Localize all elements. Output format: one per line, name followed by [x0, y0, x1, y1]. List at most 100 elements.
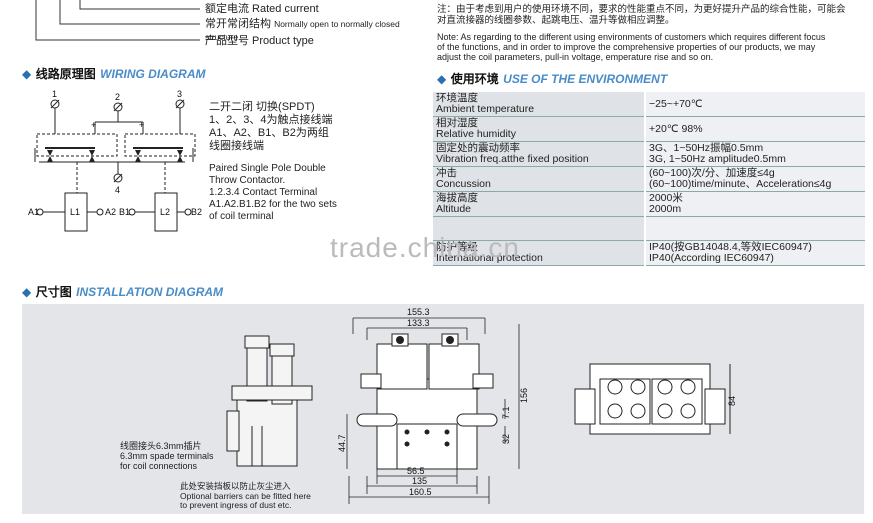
wiring-desc-en-3: 1.2.3.4 Contact Terminal	[209, 187, 318, 198]
diamond-icon: ◆	[437, 72, 447, 86]
plus-1-label: +	[91, 120, 96, 130]
terminal-2-label: 2	[115, 92, 120, 102]
wiring-desc-cn-3: A1、A2、B1、B2为两组	[209, 127, 329, 139]
row-value: (60~100)次/分、加速度≤4g	[649, 167, 775, 179]
coil-note-en-1: 6.3mm spade terminals	[120, 451, 214, 461]
dim-84: 84	[727, 396, 737, 406]
environment-header: ◆ 使用环境 USE OF THE ENVIRONMENT	[437, 70, 667, 88]
dim-32: 32	[501, 434, 511, 444]
note-cn-1: 注：由于考虑到用户的使用环境不同，要求的性能重点不同，为更好提升产品的综合性能，…	[437, 4, 846, 15]
row-value: 2000米	[649, 192, 683, 204]
terminal-4-label: 4	[115, 185, 120, 195]
terminal-3-label: 3	[177, 89, 182, 99]
a1-label: A1	[28, 207, 39, 217]
wiring-desc-cn-4: 线圈接线端	[209, 140, 264, 152]
barrier-note-en-2: to prevent ingress of dust etc.	[180, 500, 292, 510]
wiring-desc-cn-2: 1、2、3、4为触点接线端	[209, 114, 333, 126]
plus-2-label: +	[139, 120, 144, 130]
structure-cn: 常开常闭结构	[205, 18, 271, 30]
row-key-en: Relative humidity	[436, 128, 516, 140]
diamond-icon: ◆	[22, 67, 32, 81]
diamond-icon: ◆	[22, 285, 32, 299]
row-value: IP40(按GB14048.4,等效IEC60947)	[649, 241, 812, 253]
row-key-en: Vibration freq.atthe fixed position	[436, 153, 589, 165]
front-view-drawing: 155.3 133.3 56.5 135 160.5 156 7.1 32 44…	[337, 307, 529, 504]
environment-title-cn: 使用环境	[450, 72, 499, 86]
row-value: −25~+70℃	[649, 97, 703, 110]
row-key-cn: 冲击	[436, 167, 457, 179]
row-value: +20℃ 98%	[649, 122, 703, 135]
barrier-note-en-1: Optional barriers can be fitted here	[180, 490, 311, 501]
wiring-desc: 二开二闭 切换(SPDT) 1、2、3、4为触点接线端 A1、A2、B1、B2为…	[209, 101, 337, 223]
row-value-2: 3G, 1~50Hz amplitude0.5mm	[649, 153, 786, 165]
watermark: trade.china.cn	[330, 232, 520, 263]
row-value-2: 2000m	[649, 203, 682, 215]
row-value-2: IP40(According IEC60947)	[649, 252, 774, 264]
structure-en: Normally open to normally closed structu…	[205, 19, 400, 42]
dim-156: 156	[519, 388, 529, 403]
b2-label: B2	[191, 207, 202, 217]
dim-135: 135	[412, 476, 427, 486]
note-en-1: Note: As regarding to the different usin…	[437, 32, 826, 42]
product-type-label: 产品型号 Product type	[205, 35, 314, 47]
side-view-drawing	[226, 335, 313, 467]
row-key-en: Concussion	[436, 178, 491, 190]
coil-note-en-2: for coil connections	[120, 461, 198, 471]
coil-note: 线圈接头6.3mm插片 6.3mm spade terminals for co…	[120, 441, 214, 471]
structure-label: 常开常闭结构 Normally open to normally closed …	[205, 18, 420, 44]
installation-header: ◆ 尺寸图 INSTALLATION DIAGRAM	[22, 283, 223, 301]
wiring-header: ◆ 线路原理图 WIRING DIAGRAM	[22, 65, 205, 83]
l2-label: L2	[160, 207, 170, 217]
terminal-1-label: 1	[52, 89, 57, 99]
wiring-desc-en-5: of coil terminal	[209, 211, 274, 222]
installation-title-en: INSTALLATION DIAGRAM	[76, 285, 224, 299]
row-key-cn: 环境温度	[436, 92, 478, 104]
dim-44: 44.7	[337, 434, 347, 452]
wiring-title-en: WIRING DIAGRAM	[100, 67, 206, 81]
l1-label: L1	[70, 207, 80, 217]
wiring-desc-en-2: Throw Contactor.	[209, 175, 286, 186]
row-key-en: Altitude	[436, 203, 472, 215]
note-en-3: adjust the coil parameters, pull-in volt…	[437, 52, 714, 62]
installation-title-cn: 尺寸图	[35, 285, 72, 299]
legend-leader-lines	[35, 0, 200, 41]
top-view-drawing: 84	[574, 363, 737, 435]
table-row	[433, 216, 865, 241]
row-key-en: International protection	[436, 252, 543, 264]
row-value-2: (60~100)time/minute、Acceleration≤4g	[649, 178, 832, 190]
environment-title-en: USE OF THE ENVIRONMENT	[503, 72, 668, 86]
barrier-note-cn: 此处安装挡板以防止灰尘进入	[180, 481, 291, 491]
a2-label: A2	[105, 207, 116, 217]
legend-top: 额定电流 Rated current 常开常闭结构 Normally open …	[0, 0, 420, 55]
wiring-title-cn: 线路原理图	[35, 67, 96, 81]
row-key-cn: 防护等级	[436, 241, 478, 253]
b1-label: B1	[119, 207, 130, 217]
barrier-note: 此处安装挡板以防止灰尘进入 Optional barriers can be f…	[180, 481, 311, 511]
installation-panel: 155.3 133.3 56.5 135 160.5 156 7.1 32 44…	[22, 304, 864, 514]
row-key-en: Ambient temperature	[436, 103, 535, 115]
row-key-cn: 相对湿度	[436, 117, 478, 129]
row-key-cn: 固定处的震动频率	[436, 142, 520, 154]
row-value: 3G、1~50Hz振幅0.5mm	[649, 142, 764, 154]
row-key-cn: 海拔高度	[436, 192, 478, 204]
rated-current-label: 额定电流 Rated current	[205, 3, 319, 15]
coil-note-cn: 线圈接头6.3mm插片	[120, 441, 202, 451]
note-block: 注：由于考虑到用户的使用环境不同，要求的性能重点不同，为更好提升产品的综合性能，…	[437, 4, 867, 62]
note-en-2: of the functions, and in order to improv…	[437, 42, 816, 52]
wiring-desc-en-4: A1.A2.B1.B2 for the two sets	[209, 199, 337, 210]
wiring-diagram: 1 2 3 4 + + A1 A2 B1 B2 L1 L2	[28, 89, 202, 232]
wiring-desc-cn-1: 二开二闭 切换(SPDT)	[209, 101, 315, 113]
dim-155: 155.3	[407, 307, 430, 317]
dim-56: 56.5	[407, 466, 425, 476]
dim-160: 160.5	[409, 487, 432, 497]
dim-7: 7.1	[501, 406, 511, 419]
wiring-desc-en-1: Paired Single Pole Double	[209, 163, 326, 174]
dim-133: 133.3	[407, 318, 430, 328]
note-cn-2: 对直流接器的线圈参数、起跳电压、温升等做相应调整。	[437, 15, 675, 26]
